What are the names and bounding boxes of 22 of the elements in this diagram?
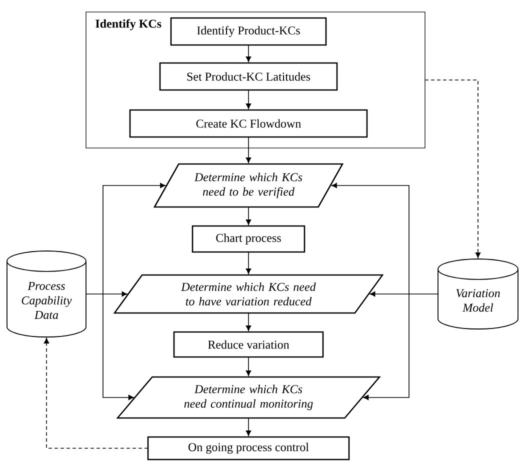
dashed-arrow xyxy=(44,338,148,449)
arrow xyxy=(370,291,438,297)
arrow xyxy=(86,291,128,297)
arrow xyxy=(246,206,252,226)
process-box: Set Product-KC Latitudes xyxy=(159,62,338,91)
dashed-arrow xyxy=(424,80,481,258)
database-cylinder: Variation Model xyxy=(438,258,518,330)
arrow xyxy=(246,312,252,332)
arrow xyxy=(246,44,252,62)
double-arrow xyxy=(331,182,410,400)
process-box: Identify Product-KCs xyxy=(170,17,327,46)
arrow xyxy=(246,136,252,164)
arrow xyxy=(246,356,252,376)
arrow xyxy=(246,252,252,274)
arrow xyxy=(246,418,252,436)
process-box: Chart process xyxy=(192,225,306,253)
double-arrow xyxy=(102,182,166,400)
process-box: On going process control xyxy=(147,436,350,460)
process-box: Reduce variation xyxy=(173,331,324,358)
process-box: Create KC Flowdown xyxy=(129,109,368,138)
arrow xyxy=(246,90,252,110)
database-cylinder: Process Capability Data xyxy=(6,250,86,338)
